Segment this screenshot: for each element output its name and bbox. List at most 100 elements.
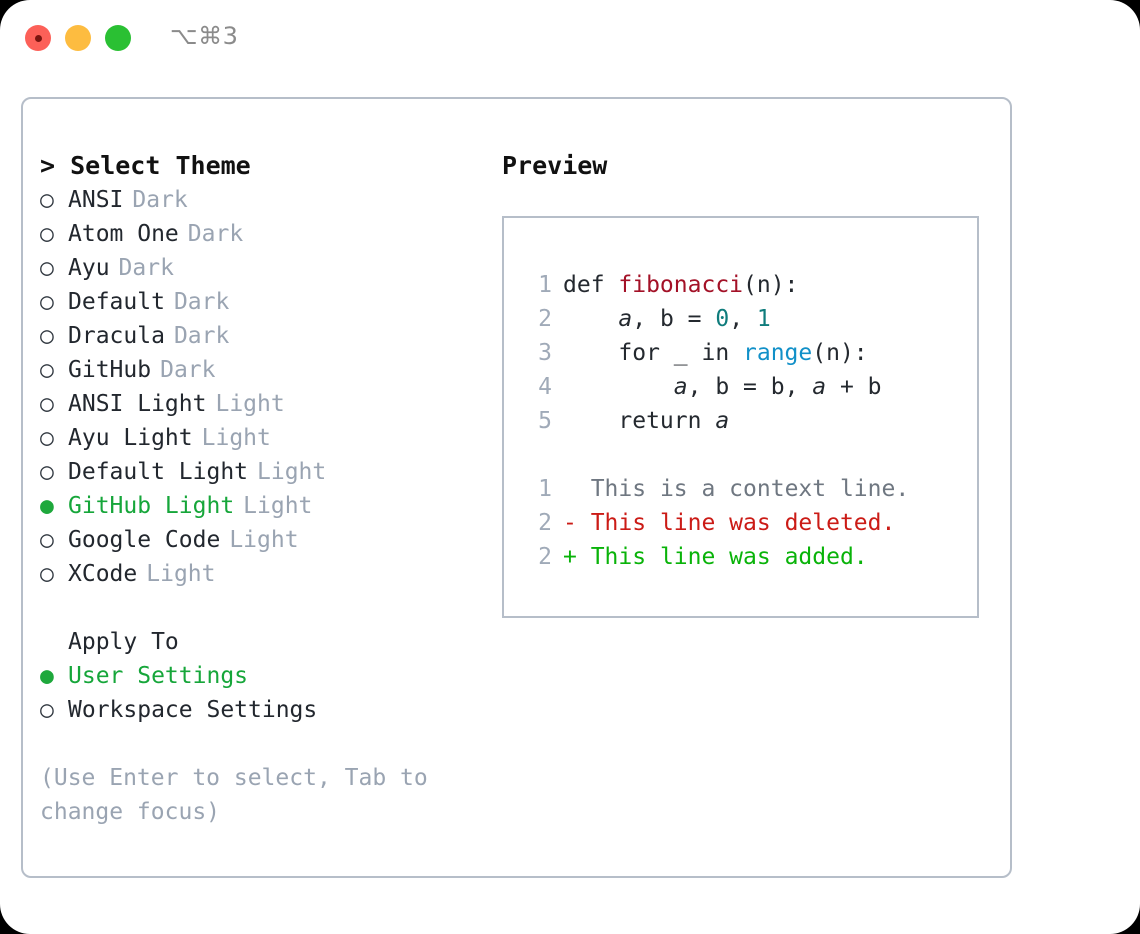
code-spacer: [524, 438, 977, 472]
diff-line: 1 This is a context line.: [524, 472, 977, 506]
apply-to-option[interactable]: ○ Workspace Settings: [40, 693, 490, 727]
theme-option-label: ANSI: [68, 187, 124, 213]
theme-option-label: GitHub Light: [68, 493, 235, 519]
diff-sample: 1 This is a context line.2- This line wa…: [524, 472, 977, 574]
theme-option-label: Ayu: [68, 255, 110, 281]
radio-unselected-icon[interactable]: ○: [40, 255, 54, 281]
code-line: 4 a, b = b, a + b: [524, 370, 977, 404]
diff-marker: -: [563, 510, 591, 536]
radio-selected-icon[interactable]: ●: [40, 663, 54, 689]
apply-to-option-label: User Settings: [68, 663, 249, 689]
theme-option[interactable]: ○ Ayu Light Light: [40, 421, 490, 455]
diff-line-text: This is a context line.: [590, 476, 910, 502]
code-line-content: a, b = 0, 1: [563, 302, 770, 336]
code-token: ,: [729, 306, 757, 332]
radio-selected-icon[interactable]: ●: [40, 493, 54, 519]
apply-to-option[interactable]: ● User Settings: [40, 659, 490, 693]
code-line-content: for _ in range(n):: [563, 336, 868, 370]
theme-option-kind: Light: [215, 391, 285, 417]
radio-unselected-icon[interactable]: ○: [40, 289, 54, 315]
apply-to-option-label: Workspace Settings: [68, 697, 318, 723]
code-line: 2 a, b = 0, 1: [524, 302, 977, 336]
line-number: 2: [538, 544, 552, 570]
code-line: 3 for _ in range(n):: [524, 336, 977, 370]
theme-option-kind: Light: [243, 493, 313, 519]
theme-option-label: Ayu Light: [68, 425, 193, 451]
radio-unselected-icon[interactable]: ○: [40, 187, 54, 213]
diff-line-text: This line was deleted.: [590, 510, 896, 536]
code-line-content: return a: [563, 404, 729, 438]
theme-option[interactable]: ○ GitHub Dark: [40, 353, 490, 387]
code-token: (n):: [812, 340, 868, 366]
code-token: for _ in: [563, 340, 744, 366]
radio-unselected-icon[interactable]: ○: [40, 527, 54, 553]
code-token: b: [659, 306, 674, 332]
radio-unselected-icon[interactable]: ○: [40, 357, 54, 383]
close-window-button[interactable]: [25, 25, 51, 51]
diff-marker: [563, 472, 591, 506]
code-token: return: [563, 408, 716, 434]
code-line-content: def fibonacci(n):: [563, 268, 798, 302]
radio-unselected-icon[interactable]: ○: [40, 459, 54, 485]
theme-option-kind: Dark: [173, 289, 230, 315]
select-theme-header: > Select Theme: [40, 151, 251, 180]
line-number: 5: [538, 408, 552, 434]
window-controls: [25, 25, 131, 51]
code-token: ,: [632, 306, 660, 332]
keyboard-shortcut-label: ⌥⌘3: [170, 22, 239, 50]
theme-option-kind: Dark: [160, 357, 216, 383]
code-token: =: [673, 306, 716, 332]
keyboard-hint-text: (Use Enter to select, Tab to change focu…: [40, 765, 428, 825]
theme-option-label: GitHub: [68, 357, 152, 383]
theme-option-label: XCode: [68, 561, 138, 587]
theme-option-label: Atom One: [68, 221, 179, 247]
code-line: 5 return a: [524, 404, 977, 438]
diff-line: 2- This line was deleted.: [524, 506, 977, 540]
theme-option[interactable]: ○ Atom One Dark: [40, 217, 490, 251]
apply-to-list[interactable]: ● User Settings ○ Workspace Settings: [40, 659, 490, 727]
theme-option-kind: Dark: [118, 255, 174, 281]
radio-unselected-icon[interactable]: ○: [40, 221, 54, 247]
theme-option-kind: Light: [257, 459, 327, 485]
theme-option[interactable]: ○ Ayu Dark: [40, 251, 490, 285]
code-token: fibonacci: [618, 272, 744, 298]
diff-line: 2+ This line was added.: [524, 540, 977, 574]
theme-option-kind: Light: [229, 527, 299, 553]
theme-option-kind: Dark: [187, 221, 244, 247]
radio-unselected-icon[interactable]: ○: [40, 561, 54, 587]
code-token: a: [673, 374, 688, 400]
radio-unselected-icon[interactable]: ○: [40, 425, 54, 451]
code-token: a: [618, 306, 633, 332]
code-token: [563, 374, 674, 400]
radio-unselected-icon[interactable]: ○: [40, 391, 54, 417]
preview-header: Preview: [502, 151, 608, 180]
diff-line-text: This line was added.: [590, 544, 868, 570]
minimize-window-button[interactable]: [65, 25, 91, 51]
line-number: 1: [538, 272, 552, 298]
line-number: 2: [538, 306, 552, 332]
code-token: a: [715, 408, 730, 434]
radio-unselected-icon[interactable]: ○: [40, 323, 54, 349]
theme-option-kind: Light: [201, 425, 271, 451]
theme-option[interactable]: ● GitHub Light Light: [40, 489, 490, 523]
line-number: 2: [538, 510, 552, 536]
maximize-window-button[interactable]: [105, 25, 131, 51]
apply-to-header: Apply To: [68, 629, 179, 655]
code-token: (n):: [743, 272, 799, 298]
radio-unselected-icon[interactable]: ○: [40, 697, 54, 723]
line-number: 4: [538, 374, 552, 400]
